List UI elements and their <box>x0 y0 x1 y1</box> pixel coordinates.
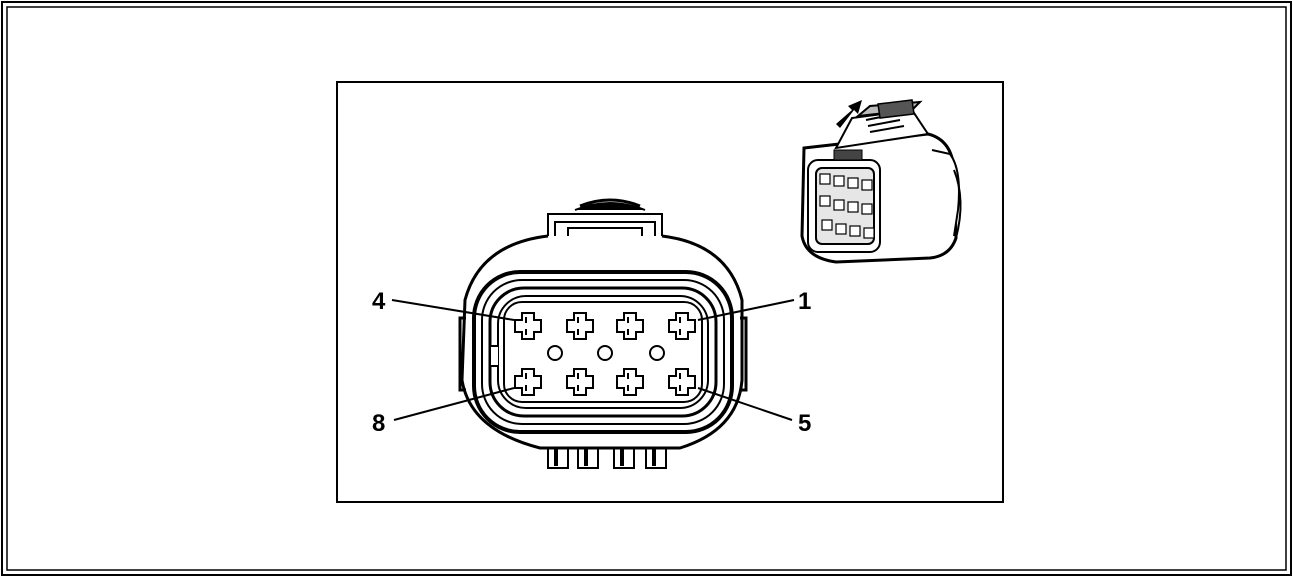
leader-line-pin-5 <box>697 387 793 421</box>
leader-line-pin-8 <box>393 387 515 421</box>
leader-line-pin-4 <box>391 299 515 321</box>
pin-label-top-left: 4 <box>372 288 386 315</box>
pin-label-top-right: 1 <box>798 288 811 315</box>
pin-label-bottom-left: 8 <box>372 410 385 437</box>
pin-label-bottom-right: 5 <box>798 410 811 437</box>
direction-arrow-icon <box>836 100 862 128</box>
leader-lines <box>391 299 795 421</box>
outer-border-inner <box>6 6 1287 571</box>
connector-3d-pin-cavities <box>819 173 875 239</box>
leader-line-pin-1 <box>697 299 795 321</box>
